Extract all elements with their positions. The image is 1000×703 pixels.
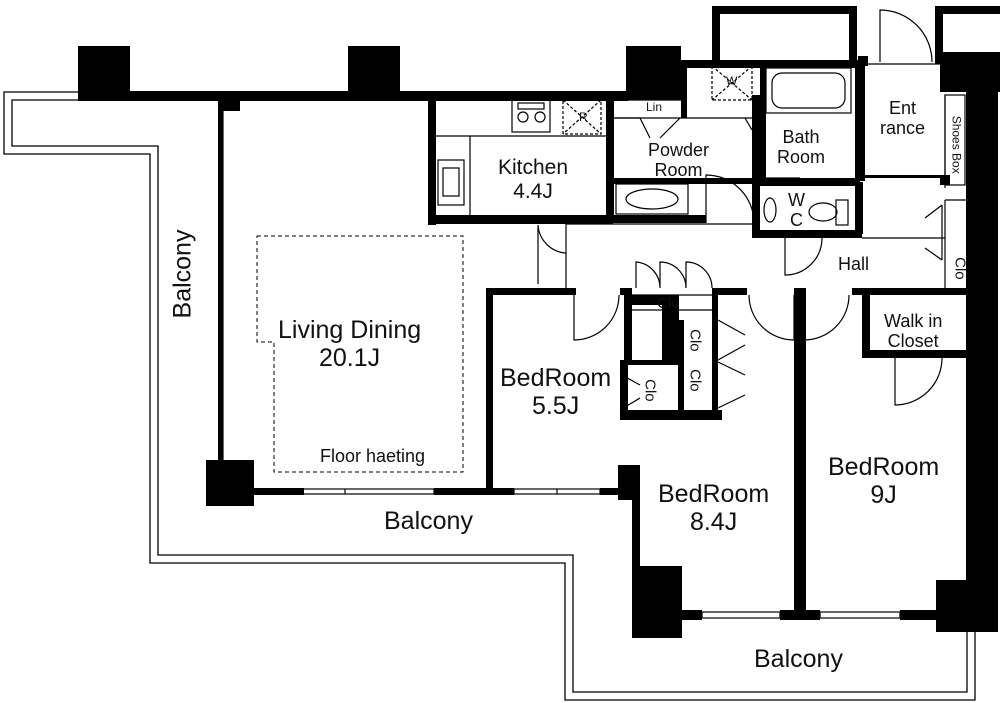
closet-label-c: Clo: [641, 379, 659, 402]
bedroom-3-name: BedRoom: [828, 453, 940, 481]
balcony-south-label: Balcony: [384, 507, 473, 535]
bedroom-1-label: BedRoom 5.5J: [500, 364, 611, 420]
balcony-west-label: Balcony: [168, 229, 197, 319]
shoes-box-label: Shoes Box: [949, 115, 964, 174]
interior-lines: [436, 63, 966, 311]
bath-line1: Bath: [782, 127, 820, 147]
hall-label: Hall: [838, 254, 870, 274]
bedroom-2-size: 8.4J: [689, 508, 738, 536]
walk-in-closet-label: Walk in Closet: [884, 311, 942, 351]
balcony-southeast-label: Balcony: [754, 645, 843, 673]
entrance-label: Ent rance: [880, 98, 925, 138]
bath-line2: Room: [777, 147, 826, 168]
kitchen-name: Kitchen: [498, 156, 569, 179]
bedroom-3-size: 9J: [870, 481, 897, 509]
bedroom-2-label: BedRoom 8.4J: [658, 480, 769, 536]
wc-line2: C: [790, 210, 803, 231]
linen-label: Lin: [646, 100, 663, 114]
bedroom-2-name: BedRoom: [658, 480, 770, 508]
windows: [218, 110, 901, 619]
bedroom-3-label: BedRoom 9J: [828, 453, 939, 509]
bedroom-1-size: 5.5J: [531, 392, 580, 420]
wc-label: W C: [788, 190, 805, 230]
kitchen-label: Kitchen 4.4J: [498, 156, 568, 203]
closet-label-d: Clo: [951, 257, 969, 280]
walkin-line1: Walk in: [884, 311, 943, 331]
walls: [78, 6, 1000, 638]
closet-label-a: Clo: [686, 329, 704, 352]
living-dining-size: 20.1J: [318, 344, 381, 372]
powder-room-label: Powder Room: [648, 140, 709, 180]
closet-label-b: Clo: [686, 369, 704, 392]
living-dining-name: Living Dining: [278, 316, 422, 344]
powder-line1: Powder: [648, 140, 710, 160]
entrance-line2: rance: [880, 118, 926, 139]
bath-room-label: Bath Room: [777, 127, 825, 167]
fixtures: [437, 65, 966, 226]
door-swings: [537, 9, 943, 411]
kitchen-size: 4.4J: [513, 179, 553, 203]
closet-label-hall: Clo: [657, 295, 680, 312]
powder-line2: Room: [654, 160, 703, 181]
balcony-outline: [3, 91, 976, 701]
entrance-line1: Ent: [889, 98, 917, 118]
floor-heating-label: Floor haeting: [320, 446, 426, 466]
wc-line1: W: [788, 190, 805, 210]
fridge-label: R: [579, 110, 588, 124]
bedroom-1-name: BedRoom: [500, 364, 612, 392]
floor-heating-area: [256, 235, 464, 473]
living-dining-label: Living Dining 20.1J: [278, 316, 421, 372]
washer-label: W: [726, 74, 738, 88]
walkin-line2: Closet: [887, 331, 939, 352]
